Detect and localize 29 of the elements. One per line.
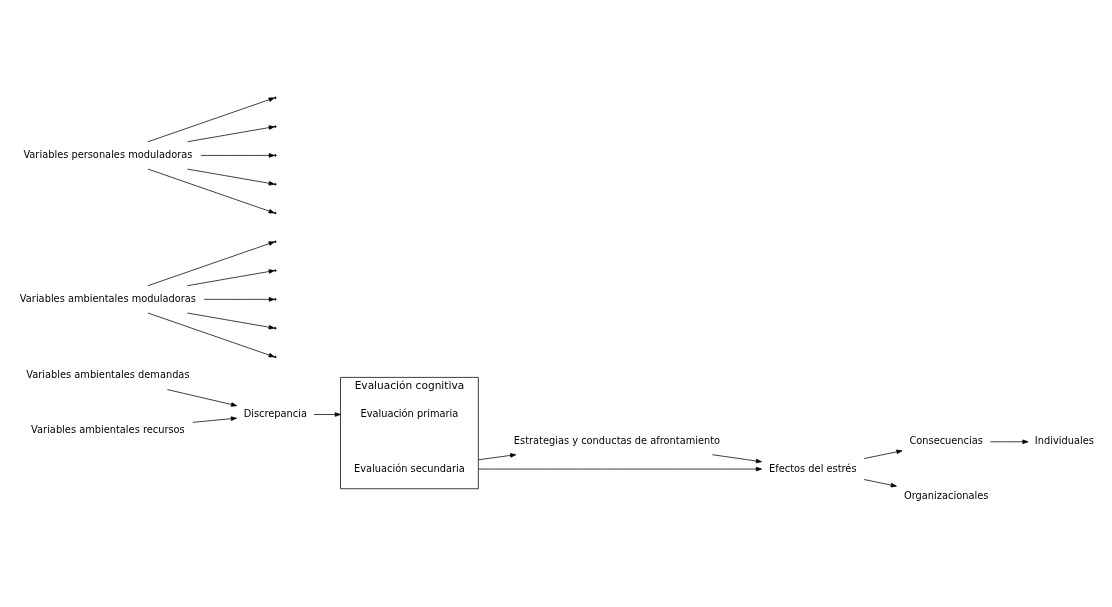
node-text: Variables ambientales recursos [31,424,185,435]
node-text: Evaluación secundaria [354,462,465,474]
arrow [989,439,1029,444]
node-text: Variables ambientales demandas [26,369,190,381]
node-text: Variables ambientales moduladoras [19,292,196,304]
node-text: Discrepancia [243,408,307,420]
arrow [187,168,275,186]
arrow [477,453,517,461]
arrow [200,153,275,158]
node-text: Variables personales moduladoras [23,149,193,160]
arrow [313,412,341,417]
arrow [187,125,275,143]
arrow [147,97,275,143]
arrow [192,416,237,423]
node-text: Individuales [1034,435,1094,447]
arrow [711,454,762,464]
arrow [863,449,903,459]
arrow [147,241,275,287]
arrow [167,389,238,407]
arrow [187,269,275,287]
arrow [203,297,275,302]
arrow [863,479,897,488]
node-text: Estrategias y conductas de afrontamiento [513,434,721,446]
arrow [477,466,762,472]
node-text: Efectos del estrés [769,462,857,474]
node-text: Evaluación primaria [360,408,459,420]
node-text: Organizacionales [904,489,989,501]
node-text: Consecuencias [909,435,983,447]
arrow [187,312,275,330]
